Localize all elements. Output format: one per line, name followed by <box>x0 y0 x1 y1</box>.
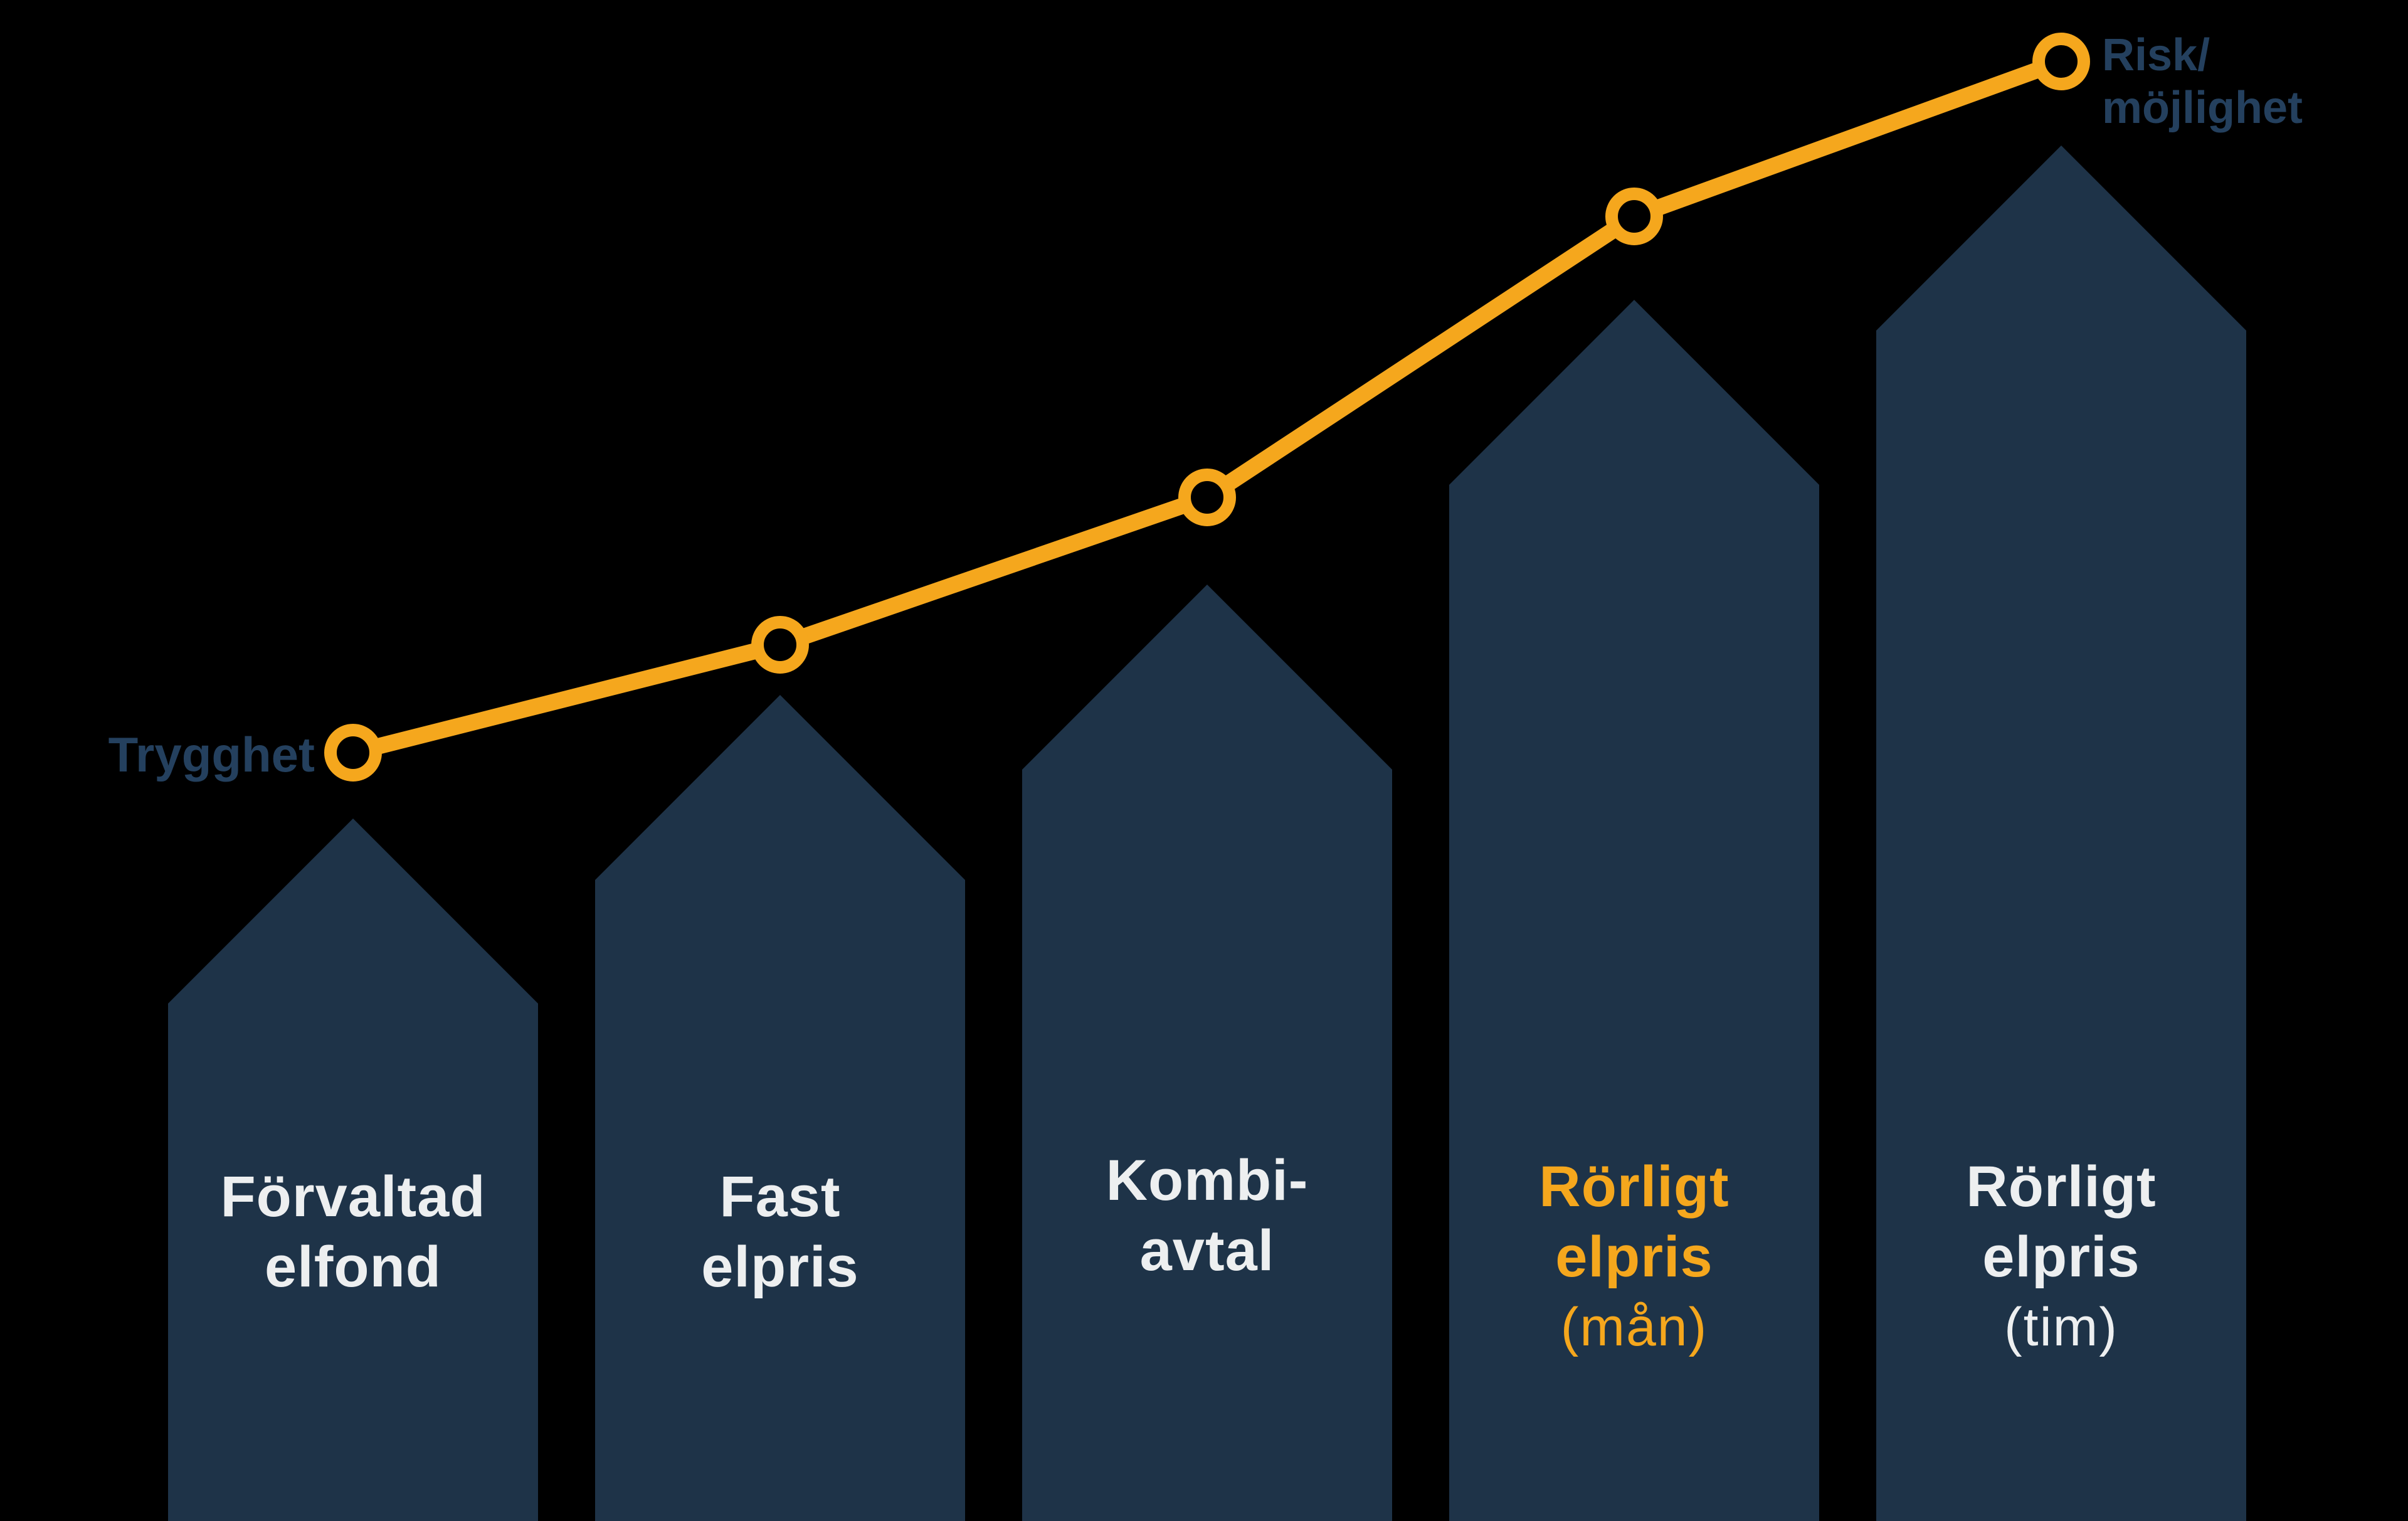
bar-label-fast-elpris: Fast elpris <box>595 1162 965 1302</box>
bar-label-line: Rörligt <box>1966 1155 2157 1219</box>
bar-label-forvaltad-elfond: Förvaltad elfond <box>168 1162 538 1302</box>
bar-label-line: avtal <box>1139 1219 1275 1283</box>
trygghet-label: Trygghet <box>108 727 315 782</box>
bar-label-rorligt-elpris-man: Rörligt elpris (mån) <box>1449 1152 1819 1362</box>
line-marker <box>1605 188 1663 245</box>
risk-line <box>345 53 2069 761</box>
bar-label-line: elpris <box>701 1235 859 1299</box>
bar-label-line: Kombi- <box>1106 1148 1309 1212</box>
bar-fast-elpris <box>595 695 965 1521</box>
bar-label-line: elpris <box>1982 1225 2140 1289</box>
line-marker <box>2032 33 2090 90</box>
line-marker <box>751 616 809 674</box>
risk-label-line1: Risk/ <box>2102 30 2210 80</box>
bar-label-line: Förvaltad <box>220 1165 486 1229</box>
line-marker <box>324 724 382 782</box>
bar-label-line: Fast <box>719 1165 841 1229</box>
bar-label-line: elfond <box>265 1235 441 1299</box>
bar-label-kombi-avtal: Kombi- avtal <box>1022 1145 1392 1286</box>
risk-label-line2: möjlighet <box>2102 83 2303 133</box>
line-marker <box>1178 469 1236 526</box>
bar-label-line: elpris <box>1555 1225 1713 1289</box>
bar-label-subline: (tim) <box>2004 1297 2118 1357</box>
bar-rorligt-elpris-tim <box>1876 146 2246 1521</box>
bar-label-line: Rörligt <box>1539 1155 1729 1219</box>
bar-kombi-avtal <box>1022 585 1392 1521</box>
bar-label-subline: (mån) <box>1560 1297 1708 1357</box>
bar-label-rorligt-elpris-tim: Rörligt elpris (tim) <box>1876 1152 2246 1362</box>
bar-rorligt-elpris-man <box>1449 300 1819 1521</box>
risk-mojlighet-label: Risk/ möjlighet <box>2102 29 2303 134</box>
